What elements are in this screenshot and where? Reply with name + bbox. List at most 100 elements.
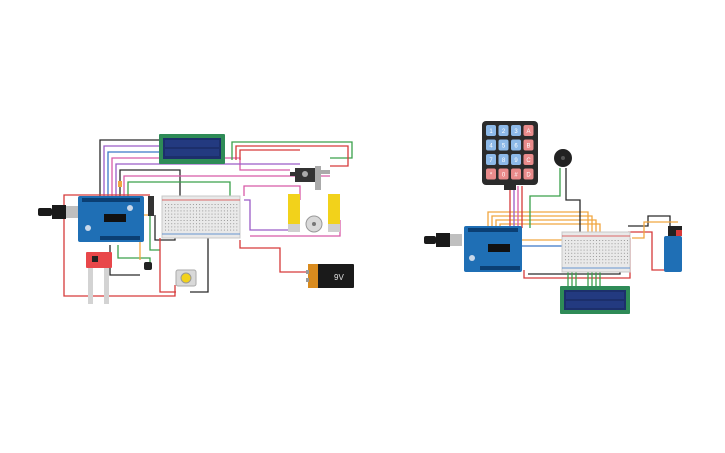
breadboard-hole — [577, 262, 579, 264]
lcd-display-left[interactable] — [159, 134, 225, 164]
dc-motor-icon[interactable] — [288, 194, 340, 233]
breadboard-hole — [627, 252, 628, 254]
breadboard-hole — [180, 216, 182, 218]
breadboard-hole — [571, 259, 573, 261]
keypad-key[interactable] — [523, 154, 534, 165]
breadboard-hole — [189, 229, 191, 231]
lcd-display-right[interactable] — [560, 286, 630, 314]
battery-9v[interactable]: 9V — [306, 264, 354, 288]
breadboard-hole — [565, 256, 566, 257]
piezo-buzzer-icon[interactable] — [554, 149, 572, 167]
potentiometer-icon[interactable] — [175, 269, 197, 287]
usb-plug-icon — [38, 205, 78, 219]
breadboard-hole — [596, 256, 597, 257]
breadboard-hole — [171, 207, 173, 209]
keypad-key[interactable] — [498, 125, 509, 136]
breadboard-hole — [236, 223, 238, 225]
keypad-key[interactable] — [498, 168, 509, 180]
breadboard-hole — [196, 210, 197, 212]
breadboard-hole — [208, 229, 210, 231]
keypad-key-label: A — [526, 129, 530, 135]
breadboard-hole — [202, 213, 204, 215]
breadboard-hole — [580, 246, 582, 248]
breadboard-hole — [186, 207, 188, 209]
breadboard-hole — [565, 259, 566, 261]
breadboard-hole — [614, 249, 616, 251]
breadboard-hole — [608, 262, 610, 264]
keypad-key[interactable] — [523, 139, 534, 151]
keypad-key[interactable] — [511, 154, 521, 165]
breadboard-hole — [586, 249, 588, 251]
breadboard-hole — [617, 246, 619, 248]
breadboard-hole — [192, 204, 194, 205]
breadboard-hole — [171, 226, 173, 228]
breadboard-hole — [620, 262, 622, 264]
keypad-key[interactable] — [511, 125, 521, 136]
breadboard-hole — [168, 210, 170, 212]
breadboard-hole — [589, 243, 591, 245]
breadboard-hole — [174, 220, 176, 221]
breadboard-hole — [171, 204, 173, 205]
keypad-key[interactable] — [486, 154, 496, 165]
breadboard-hole — [605, 240, 607, 241]
keypad-key[interactable] — [511, 139, 521, 151]
breadboard-hole — [189, 216, 191, 218]
breadboard-hole — [180, 223, 182, 225]
breadboard-hole — [586, 243, 588, 245]
breadboard-hole — [227, 226, 228, 228]
keypad-key[interactable] — [523, 125, 534, 136]
breadboard-hole — [586, 256, 588, 257]
breadboard-hole — [596, 259, 597, 261]
breadboard-hole — [199, 223, 201, 225]
circuit-left[interactable]: 9V — [38, 134, 354, 304]
breadboard-hole — [183, 229, 185, 231]
breadboard-hole — [189, 226, 191, 228]
breadboard-hole — [565, 252, 566, 254]
breadboard-hole — [614, 240, 616, 241]
breadboard-hole — [220, 220, 222, 221]
keypad-key[interactable] — [523, 168, 534, 180]
breadboard-hole — [611, 259, 613, 261]
keypad-key[interactable] — [511, 168, 521, 180]
breadboard-hole — [214, 229, 216, 231]
breadboard-hole — [608, 256, 610, 257]
keypad-key[interactable] — [486, 125, 496, 136]
arduino-uno-left[interactable] — [78, 196, 144, 242]
keypad-key-label: 1 — [489, 129, 493, 135]
breadboard-hole — [617, 243, 619, 245]
breadboard-hole — [233, 204, 235, 205]
breadboard-hole — [168, 207, 170, 209]
keypad-key[interactable] — [498, 154, 509, 165]
keypad-key-label: C — [526, 158, 531, 164]
breadboard-hole — [599, 259, 601, 261]
breadboard-hole — [233, 210, 235, 212]
breadboard-hole — [214, 226, 216, 228]
breadboard-hole — [211, 213, 213, 215]
breadboard-hole — [189, 220, 191, 221]
breadboard-left[interactable] — [161, 195, 241, 239]
breadboard-hole — [168, 226, 170, 228]
breadboard-hole — [168, 229, 170, 231]
arduino-uno-right[interactable] — [464, 226, 522, 272]
keypad-key[interactable] — [486, 139, 496, 151]
breadboard-hole — [202, 229, 204, 231]
breadboard-right[interactable] — [561, 231, 631, 273]
breadboard-hole — [220, 213, 222, 215]
soil-sensor-icon[interactable] — [86, 252, 112, 304]
breadboard-hole — [627, 243, 628, 245]
breadboard-hole — [165, 207, 166, 209]
keypad-key-label: 8 — [502, 158, 506, 164]
servo-icon[interactable] — [290, 166, 330, 190]
keypad-key[interactable] — [498, 139, 509, 151]
breadboard-hole — [586, 262, 588, 264]
keypad-key-label: D — [526, 173, 531, 179]
servo-icon[interactable] — [664, 226, 682, 272]
breadboard-hole — [183, 216, 185, 218]
keypad-key-label: 9 — [514, 158, 518, 164]
breadboard-hole — [196, 220, 197, 221]
keypad-key[interactable] — [486, 168, 496, 180]
